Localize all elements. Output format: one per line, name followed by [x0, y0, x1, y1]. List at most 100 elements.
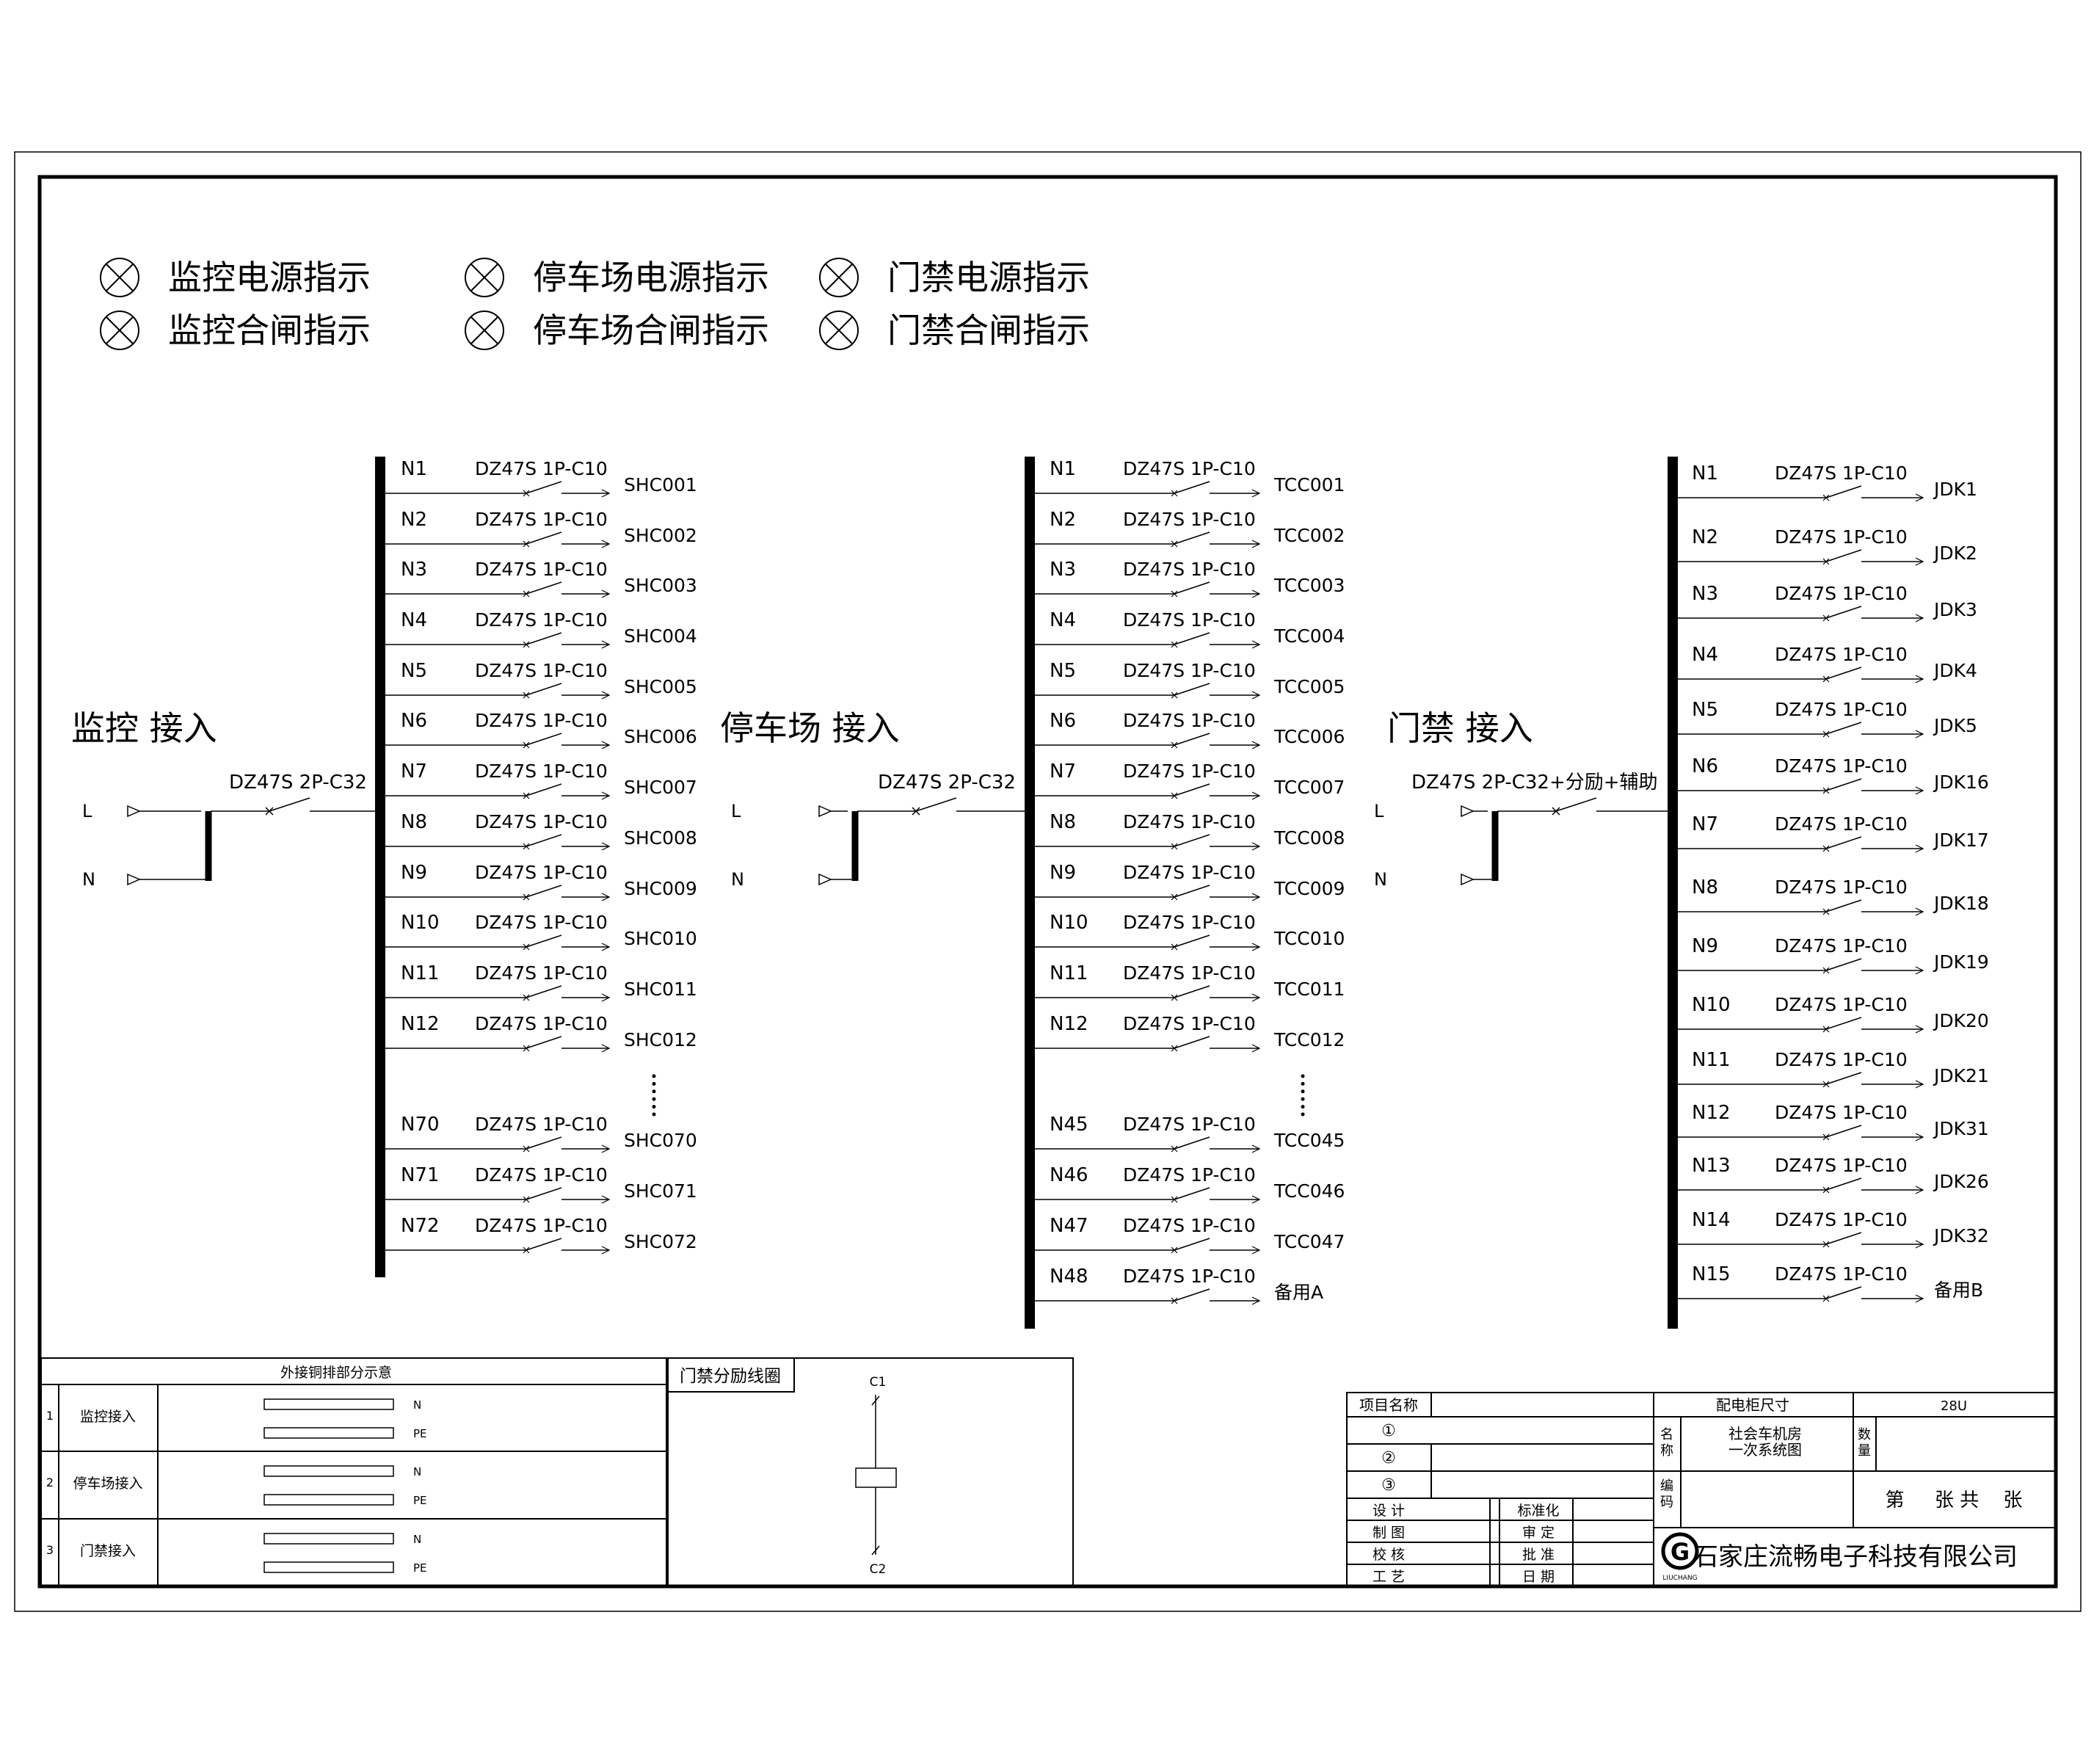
- breaker-contact: [526, 885, 562, 898]
- circuit-breaker-label: DZ47S 1P-C10: [475, 609, 608, 631]
- circuit-output-label: SHC010: [624, 928, 697, 949]
- arrow-icon: [1915, 1294, 1924, 1303]
- circuit-number: N10: [401, 912, 440, 934]
- arrow-icon: [601, 791, 611, 800]
- indicator-lamp: 监控合闸指示: [100, 311, 371, 350]
- arrow-icon: [601, 1195, 611, 1204]
- name-label: 名称: [1660, 1427, 1673, 1459]
- coil-terminal-c1: C1: [870, 1375, 887, 1390]
- busbar: [1668, 457, 1678, 1329]
- input-n-label: N: [731, 869, 744, 890]
- circuit-number: N14: [1692, 1209, 1731, 1231]
- breaker-contact: [1174, 683, 1210, 696]
- breaker-contact: [1825, 606, 1862, 619]
- circuit-number: N12: [1692, 1102, 1731, 1124]
- circuit-breaker-label: DZ47S 1P-C10: [1775, 876, 1908, 898]
- breaker-contact: [1174, 481, 1210, 494]
- lamp-cross-line: [106, 264, 134, 291]
- section-title: 停车场 接入: [720, 708, 900, 748]
- arrow-icon: [601, 893, 611, 901]
- lamp-cross-line: [825, 264, 853, 291]
- circuit-output-label: JDK19: [1933, 951, 1989, 973]
- arrow-icon: [1915, 614, 1924, 623]
- circuit-number: N6: [1692, 755, 1718, 777]
- circuit-output-label: JDK20: [1933, 1010, 1989, 1031]
- continuation-dot: [1301, 1074, 1305, 1078]
- indicator-lamp-icon: [100, 311, 139, 350]
- breaker-contact: [1825, 1017, 1862, 1030]
- circuit-number: N2: [1692, 526, 1718, 548]
- circuit-number: N72: [401, 1215, 440, 1237]
- copper-bar-table: 外接铜排部分示意: [40, 1357, 669, 1588]
- circuit-output-label: SHC007: [624, 777, 697, 798]
- circuit-number: N5: [1050, 660, 1076, 682]
- circuit-output-label: JDK26: [1933, 1171, 1989, 1192]
- breaker-contact: [1174, 581, 1210, 595]
- continuation-dot: [1301, 1112, 1305, 1117]
- role-right: 批 准: [1522, 1547, 1555, 1563]
- circuit-breaker-label: DZ47S 1P-C10: [475, 559, 608, 580]
- circuit-breaker-label: DZ47S 1P-C10: [1775, 644, 1908, 665]
- row-name: 门禁接入: [80, 1543, 136, 1559]
- copper-bar-n: [263, 1398, 394, 1410]
- circuit-number: N10: [1050, 912, 1088, 934]
- circuit-breaker-label: DZ47S 1P-C10: [1123, 458, 1256, 479]
- circuit-output-label: SHC001: [624, 474, 697, 496]
- role-left: 工 艺: [1373, 1569, 1405, 1585]
- circuit-output-label: TCC004: [1273, 625, 1345, 647]
- indicator-legend: 监控电源指示停车场电源指示门禁电源指示监控合闸指示停车场合闸指示门禁合闸指示: [100, 258, 1090, 350]
- arrow-icon: [1251, 842, 1261, 851]
- bar-label-pe: PE: [413, 1494, 427, 1507]
- indicator-lamp-icon: [819, 258, 859, 297]
- breaker-contact: [526, 1238, 562, 1251]
- input-l-label: L: [1374, 801, 1384, 821]
- arrow-icon: [1251, 791, 1261, 800]
- circuit-output-label: TCC008: [1273, 827, 1345, 849]
- arrow-icon: [601, 640, 611, 649]
- circuit-output-label: SHC008: [624, 827, 697, 849]
- circuit-number: N4: [401, 609, 427, 631]
- circuit-output-label: TCC005: [1273, 676, 1345, 697]
- arrow-icon: [1251, 589, 1261, 598]
- circuit-breaker-label: DZ47S 1P-C10: [1775, 1209, 1908, 1230]
- lamp-cross-line: [470, 316, 498, 344]
- circuit-breaker-label: DZ47S 1P-C10: [475, 1215, 608, 1236]
- company-logo-icon: [1661, 1532, 1699, 1570]
- circuit-number: N9: [1692, 935, 1718, 957]
- circuit-breaker-label: DZ47S 1P-C10: [1775, 935, 1908, 957]
- arrow-icon: [601, 589, 611, 598]
- arrow-icon: [1915, 1186, 1924, 1194]
- arrow-icon: [1251, 640, 1261, 649]
- circuit-breaker-label: DZ47S 1P-C10: [475, 458, 608, 479]
- circuit-breaker-label: DZ47S 1P-C10: [1123, 1114, 1256, 1135]
- shunt-coil-panel: 门禁分励线圈 C1 C2: [666, 1357, 1074, 1588]
- circuit-number: N71: [401, 1164, 440, 1186]
- continuation-dot: [652, 1089, 656, 1094]
- circuit-number: N3: [1050, 559, 1076, 581]
- circuit-breaker-label: DZ47S 1P-C10: [1123, 1266, 1256, 1287]
- circuit-breaker-label: DZ47S 1P-C10: [475, 912, 608, 933]
- indicator-lamp: 停车场合闸指示: [465, 311, 769, 350]
- circuit-breaker-label: DZ47S 1P-C10: [1775, 1102, 1908, 1123]
- circuit-number: N8: [1050, 811, 1076, 833]
- bar-label-n: N: [413, 1465, 421, 1478]
- copper-bar-pe: [263, 1494, 394, 1506]
- circuit-output-label: JDK32: [1933, 1225, 1989, 1246]
- continuation-dot: [652, 1097, 656, 1101]
- circuit-breaker-label: DZ47S 1P-C10: [1123, 862, 1256, 883]
